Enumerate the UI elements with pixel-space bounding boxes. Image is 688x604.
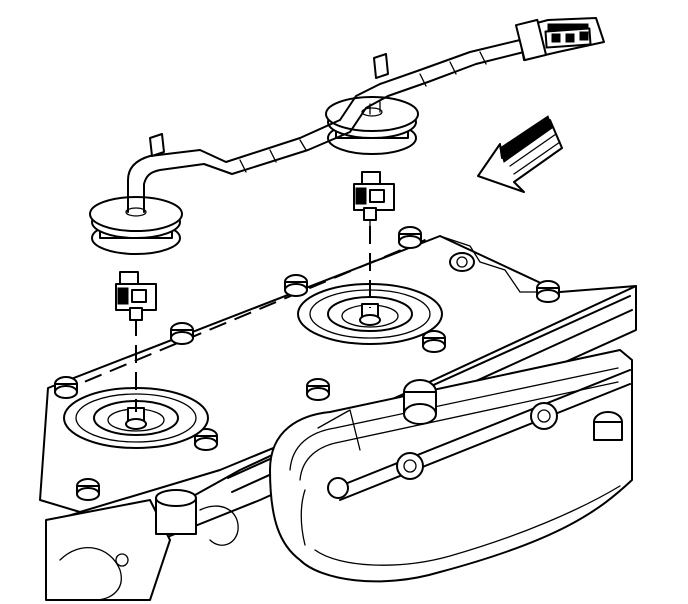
engine-block-lower: [45, 489, 239, 601]
valve-cover: [269, 349, 633, 583]
knock-sensor-icon: [353, 171, 395, 227]
bolt-icon: [536, 280, 560, 303]
bolt-icon: [398, 226, 422, 249]
bolt-icon: [170, 322, 194, 345]
grommet-icon: [89, 196, 183, 255]
bolt-icon: [76, 478, 100, 501]
bolt-icon: [284, 274, 308, 297]
knock-sensor-bore-left: [63, 387, 209, 449]
bolt-icon: [449, 252, 475, 272]
harness-connector-icon: [514, 17, 605, 62]
knock-sensor-icon: [115, 271, 157, 327]
arrow-icon: [477, 115, 563, 193]
valley-cover-plate: [39, 235, 637, 523]
bolt-icon: [306, 378, 330, 401]
bolt-icon: [422, 330, 446, 353]
bolt-icon-group: [54, 226, 560, 501]
knock-sensor-bore-right: [297, 283, 443, 345]
bolt-icon: [54, 376, 78, 399]
wiring-harness: [127, 39, 525, 213]
